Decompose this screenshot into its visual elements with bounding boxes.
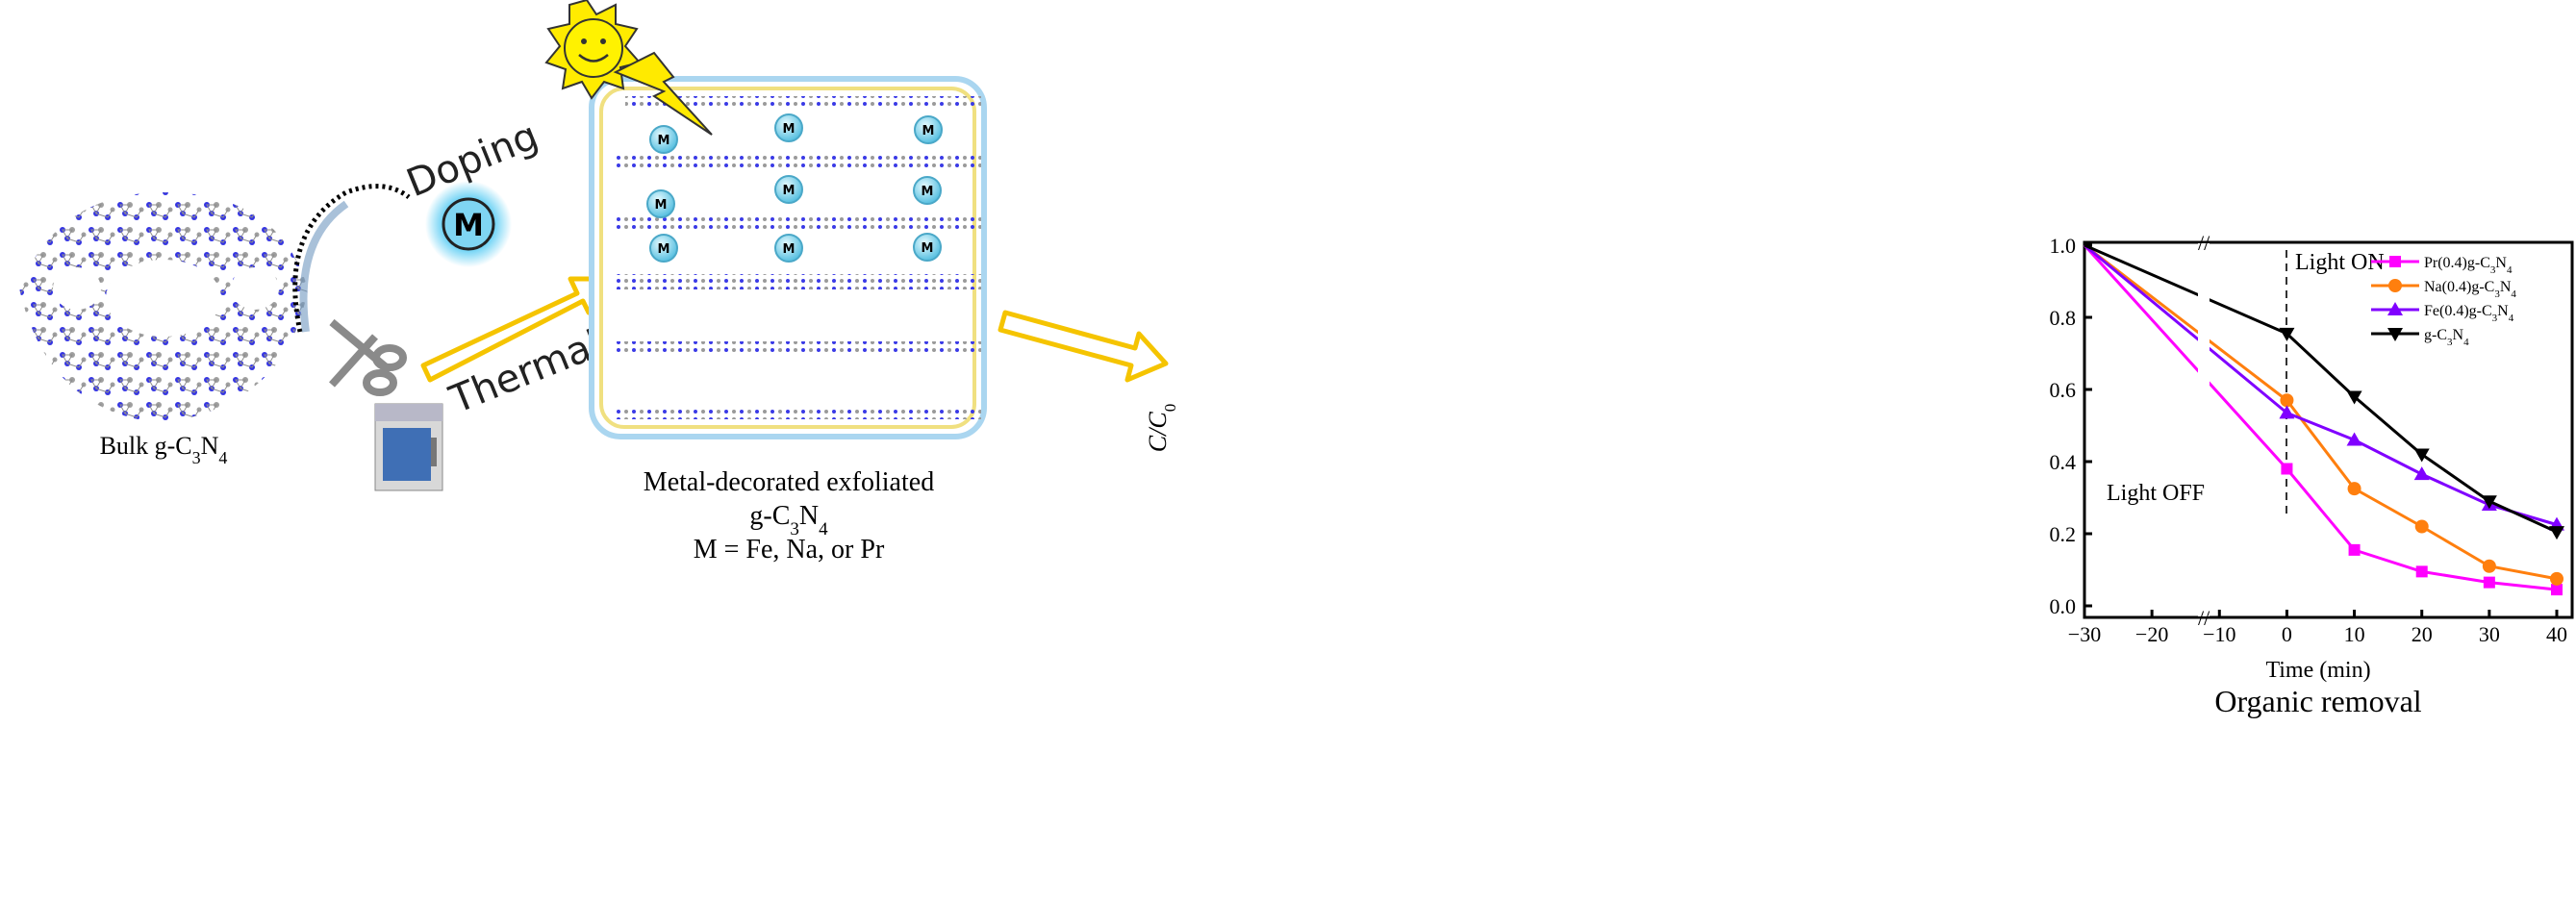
axis-break-top: // [2198,231,2210,255]
legend-entry: Fe(0.4)g-C3N4 [2371,302,2514,324]
legend-marker [2389,256,2401,267]
svg-text:M: M [658,242,670,257]
metal-ion-icon: M [774,175,803,204]
y-tick-label: 0.0 [2050,594,2077,618]
x-axis-label: Time (min) [2265,658,2370,683]
data-point [2414,519,2429,534]
doping-arrow [292,184,411,333]
light-on-label: Light ON [2295,250,2385,275]
metal-ion-icon: M [646,189,675,218]
series-line-Pr(0.4)g-C3N4 [2083,243,2558,591]
x-tick-label: 40 [2546,622,2567,646]
legend-entry: Na(0.4)g-C3N4 [2371,279,2516,300]
data-point [2346,390,2362,405]
legend-label: Pr(0.4)g-C3N4 [2424,255,2513,276]
metal-options: M = Fe, Na, or Pr [694,535,885,564]
legend-entry: g-C3N4 [2371,327,2469,348]
result-arrow [998,310,1169,383]
x-tick-label: 10 [2344,622,2365,646]
product-formula: g-C3N4 [749,501,828,539]
data-point [2549,526,2564,540]
metal-ion-icon: M [774,113,803,142]
y-tick-label: 0.2 [2050,522,2077,546]
metal-ion-icon: M [649,125,678,154]
y-axis-label: C/C0 [1144,404,1179,452]
y-tick-label: 0.8 [2050,306,2077,330]
legend-entry: Pr(0.4)g-C3N4 [2371,255,2513,276]
svg-text:M: M [655,198,668,213]
thermal-label: Thermal [443,322,608,423]
metal-ion-icon: M [774,234,803,263]
scissors-icon [329,318,407,396]
lightning-bolt-icon [613,51,713,136]
g-c3n4-sheets [616,96,981,419]
x-tick-label: −20 [2135,622,2168,646]
light-off-label: Light OFF [2107,481,2205,506]
x-tick-label: 20 [2412,622,2433,646]
metal-ion-icon: M [914,115,943,144]
x-tick-label: −30 [2068,622,2101,646]
product-title: Metal-decorated exfoliated [644,467,934,497]
svg-text:M: M [922,185,934,199]
data-point [2347,482,2361,496]
x-tick-label: 30 [2479,622,2500,646]
metal-ion-icon: M [425,181,512,267]
legend-marker [2388,279,2402,292]
sun-icon [544,0,642,100]
legend-marker [2387,328,2403,341]
metal-ion-icon: M [913,176,942,205]
data-point [2550,571,2563,586]
bulk-g-c3n4-structure [19,192,308,423]
legend-label: Na(0.4)g-C3N4 [2424,279,2516,300]
svg-text:M: M [783,122,796,137]
data-point [2348,543,2361,556]
x-tick-label: 0 [2282,622,2292,646]
bulk-label: Bulk g-C3N4 [100,432,228,467]
legend-label: Fe(0.4)g-C3N4 [2424,303,2514,324]
exfoliated-sheets-box: M M M M M M M M M [589,76,987,439]
data-point [2281,463,2293,475]
series-line-Na(0.4)g-C3N4 [2084,243,2558,581]
data-point [2551,584,2563,596]
svg-text:M: M [453,207,484,243]
y-tick-label: 0.4 [2050,450,2077,474]
metal-ion-icon: M [649,234,678,263]
svg-text:M: M [922,124,935,138]
y-tick-label: 1.0 [2050,234,2077,258]
series-line-g-C3N4 [2084,243,2558,534]
svg-text:M: M [783,242,796,257]
x-tick-label: −10 [2203,622,2235,646]
chart-title: Organic removal [2214,684,2421,718]
data-point [2413,448,2430,463]
series-line-Fe(0.4)g-C3N4 [2084,243,2558,527]
svg-text:M: M [658,134,670,148]
data-point [2280,393,2294,408]
data-point [2346,432,2362,446]
legend-label: g-C3N4 [2424,327,2469,348]
data-point [2413,466,2430,481]
axis-break-bottom: // [2198,606,2210,630]
data-point [2481,495,2497,510]
oven-icon [374,403,443,491]
plot-frame [2083,240,2574,619]
svg-text:M: M [922,241,934,256]
data-point [2279,405,2295,419]
data-point [2483,576,2495,589]
metal-ion-icon: M [913,233,942,262]
svg-text:M: M [783,184,796,198]
data-point [2279,327,2295,341]
y-tick-label: 0.6 [2050,378,2077,402]
data-point [2415,565,2428,578]
legend-marker [2387,302,2403,315]
data-point [2482,559,2496,573]
